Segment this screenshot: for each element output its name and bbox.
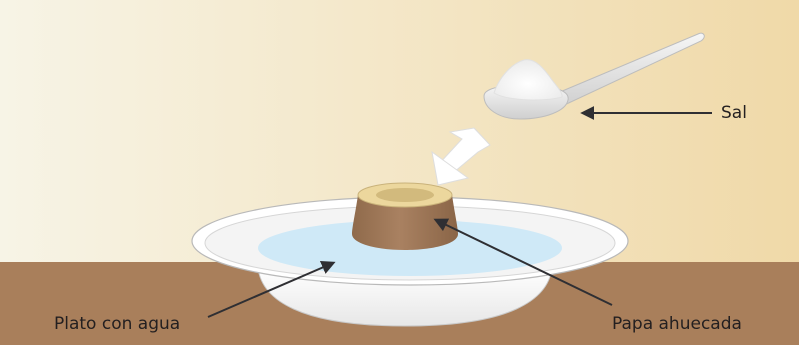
plate-pointer-arrow xyxy=(207,261,336,318)
salt-pile xyxy=(493,59,563,101)
plate-label: Plato con agua xyxy=(54,314,181,334)
potato xyxy=(352,182,458,250)
pour-arrow-icon xyxy=(431,127,491,186)
potato-pointer-arrow xyxy=(433,218,613,306)
potato-label: Papa ahuecada xyxy=(612,314,742,334)
salt-label: Sal xyxy=(721,103,747,123)
